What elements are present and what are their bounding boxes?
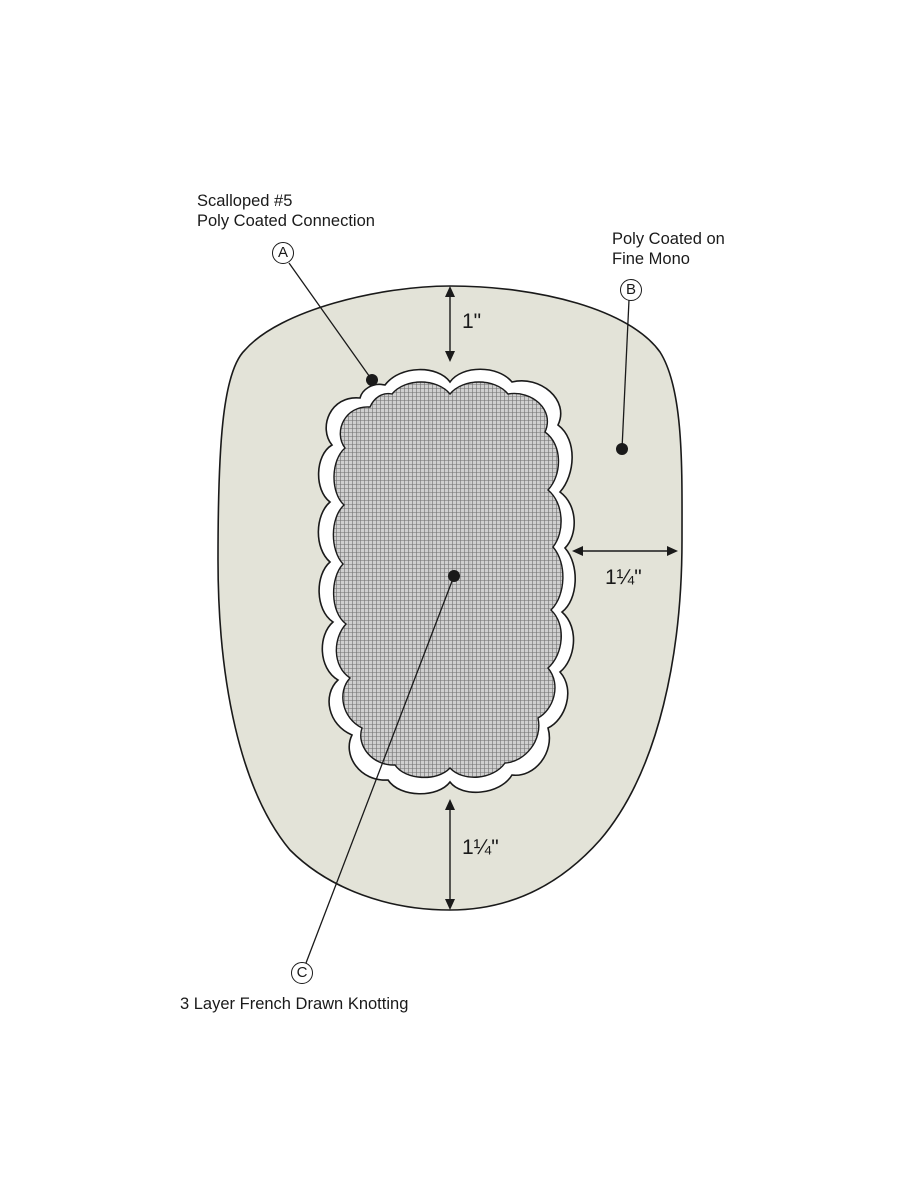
- mesh-grain: [357, 395, 541, 770]
- callout-badge-c: C: [291, 962, 313, 984]
- dimension-side-label: 1¼": [605, 566, 642, 589]
- leader-lines: [288, 262, 630, 964]
- callout-c-line1: 3 Layer French Drawn Knotting: [180, 995, 409, 1013]
- callout-a-line2: Poly Coated Connection: [197, 212, 375, 230]
- french-knotting-mesh: [332, 381, 564, 779]
- callout-badge-b: B: [620, 279, 642, 301]
- dimension-bottom-label: 1¼": [462, 836, 499, 859]
- callout-a-line1: Scalloped #5: [197, 192, 293, 210]
- leader-line-c: [305, 575, 455, 964]
- leader-line-b: [621, 299, 630, 450]
- dimension-arrows: [445, 286, 678, 910]
- callout-badge-a: A: [272, 242, 294, 264]
- callout-b-line1: Poly Coated on: [612, 230, 725, 248]
- dimension-top-label: 1": [462, 310, 482, 333]
- leader-line-a: [288, 262, 373, 381]
- callout-dot-a: [366, 374, 378, 386]
- callout-dot-b: [616, 443, 628, 455]
- callout-b-line2: Fine Mono: [612, 250, 690, 268]
- callout-dot-c: [448, 570, 460, 582]
